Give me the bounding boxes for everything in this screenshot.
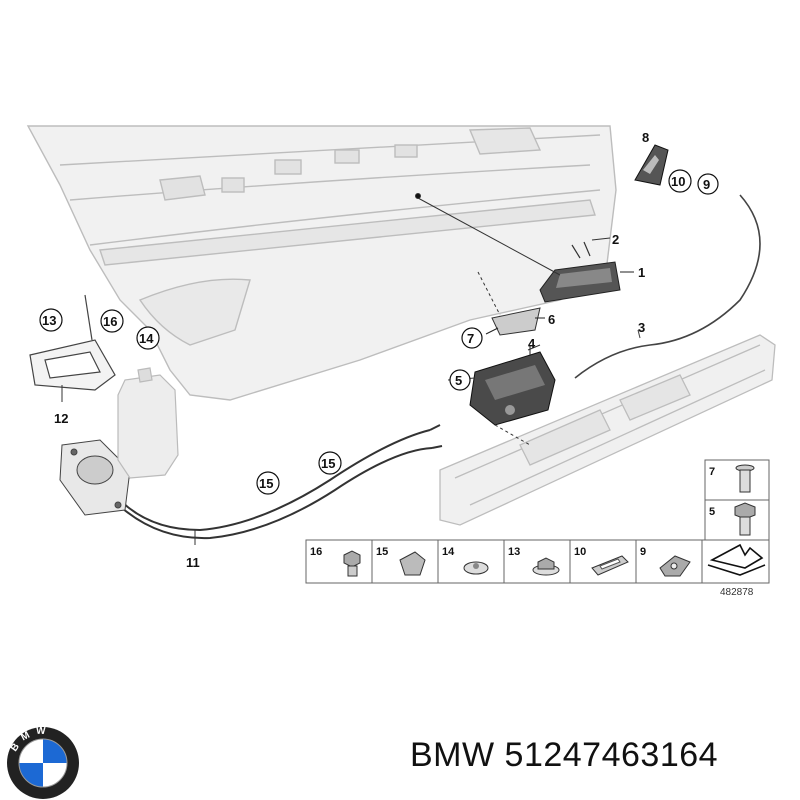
part-3-cable bbox=[574, 194, 761, 379]
svg-text:13: 13 bbox=[508, 546, 520, 558]
svg-text:16: 16 bbox=[310, 546, 322, 558]
callout-12: 12 bbox=[54, 411, 68, 426]
part-2-screw bbox=[571, 237, 611, 259]
flat-head-bolt-icon bbox=[735, 464, 755, 493]
legend-item-15: 15 bbox=[376, 546, 426, 576]
legend-item-9: 9 bbox=[640, 546, 691, 577]
callout-13: 13 bbox=[39, 308, 63, 332]
part-1-handle bbox=[539, 261, 634, 303]
part-14-reservoir bbox=[117, 367, 179, 479]
svg-text:8: 8 bbox=[642, 130, 649, 145]
svg-text:10: 10 bbox=[574, 546, 586, 558]
part-number: 51247463164 bbox=[504, 736, 719, 774]
callout-10: 10 bbox=[668, 169, 692, 193]
brand-name: BMW bbox=[410, 736, 495, 774]
leader-lines bbox=[415, 193, 561, 446]
callout-7: 7 bbox=[461, 327, 483, 349]
callout-9: 9 bbox=[697, 173, 719, 195]
svg-text:15: 15 bbox=[321, 456, 335, 471]
callout-14: 14 bbox=[136, 326, 160, 350]
callout-2: 2 bbox=[612, 232, 619, 247]
callout-1: 1 bbox=[638, 265, 645, 280]
callout-16: 16 bbox=[100, 309, 124, 333]
part-11-actuator bbox=[59, 439, 131, 516]
svg-text:11: 11 bbox=[186, 555, 200, 570]
bmw-logo: BMW bbox=[7, 726, 79, 799]
svg-text:9: 9 bbox=[640, 546, 646, 558]
legend-item-7: 7 bbox=[709, 464, 755, 493]
svg-text:4: 4 bbox=[528, 336, 536, 351]
svg-text:13: 13 bbox=[42, 313, 56, 328]
tailgate-panel bbox=[26, 125, 617, 401]
trim-panel bbox=[439, 334, 776, 526]
callout-15b: 15 bbox=[318, 451, 342, 475]
svg-text:15: 15 bbox=[259, 476, 273, 491]
callout-3: 3 bbox=[638, 320, 645, 335]
part-12-bracket bbox=[29, 294, 116, 391]
svg-text:12: 12 bbox=[54, 411, 68, 426]
svg-text:482878: 482878 bbox=[720, 587, 754, 598]
svg-text:6: 6 bbox=[548, 312, 555, 327]
part-caption: BMW 51247463164 bbox=[410, 736, 790, 786]
svg-text:10: 10 bbox=[671, 174, 685, 189]
legend-item-5: 5 bbox=[709, 502, 756, 536]
callout-6: 6 bbox=[548, 312, 555, 327]
callout-4: 4 bbox=[528, 336, 536, 351]
legend-bottom: 16 15 14 13 10 bbox=[305, 539, 770, 584]
hex-bolt-icon bbox=[734, 502, 756, 536]
part-4-lock bbox=[469, 345, 556, 426]
callout-11: 11 bbox=[186, 555, 200, 570]
svg-text:2: 2 bbox=[612, 232, 619, 247]
part-6-bracket bbox=[485, 307, 545, 336]
arrow-symbol-icon bbox=[707, 543, 766, 576]
svg-text:9: 9 bbox=[703, 177, 710, 192]
cable-clip-icon bbox=[399, 551, 426, 576]
svg-text:14: 14 bbox=[442, 546, 455, 558]
gasket-plate-icon bbox=[591, 555, 629, 576]
svg-text:1: 1 bbox=[638, 265, 645, 280]
callout-8: 8 bbox=[642, 130, 649, 145]
svg-text:16: 16 bbox=[103, 314, 117, 329]
legend-item-14: 14 bbox=[442, 546, 489, 575]
push-nut-icon bbox=[463, 561, 489, 575]
svg-text:15: 15 bbox=[376, 546, 388, 558]
legend-item-13: 13 bbox=[508, 546, 560, 576]
callout-5: 5 bbox=[449, 369, 471, 391]
svg-text:5: 5 bbox=[709, 506, 715, 518]
svg-text:5: 5 bbox=[455, 373, 462, 388]
svg-text:14: 14 bbox=[139, 331, 154, 346]
svg-text:3: 3 bbox=[638, 320, 645, 335]
part-8-grommet bbox=[634, 144, 669, 186]
legend-item-10: 10 bbox=[574, 546, 629, 576]
svg-text:7: 7 bbox=[467, 331, 474, 346]
svg-text:7: 7 bbox=[709, 466, 715, 478]
reference-number: 482878 bbox=[720, 587, 754, 598]
legend-side: 7 5 bbox=[704, 459, 770, 541]
legend-item-16: 16 bbox=[310, 546, 361, 577]
part-15-cables bbox=[119, 424, 443, 540]
flange-nut-icon bbox=[532, 557, 560, 576]
grommet-clip-icon bbox=[659, 555, 691, 577]
hex-nut-icon bbox=[343, 550, 361, 577]
callout-15a: 15 bbox=[256, 471, 280, 495]
